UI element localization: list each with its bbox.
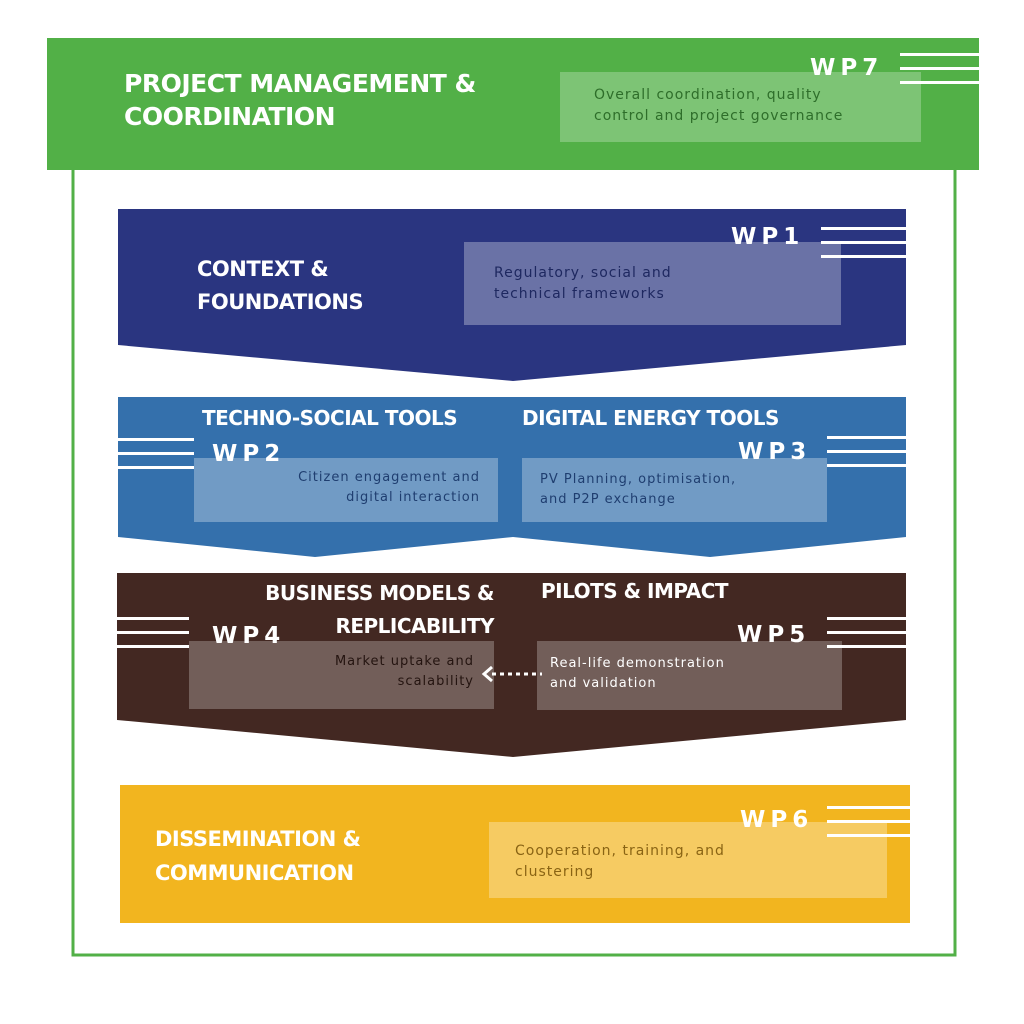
- wp2-title: TECHNO-SOCIAL TOOLS: [202, 406, 458, 430]
- wp3-title: DIGITAL ENERGY TOOLS: [522, 406, 779, 430]
- wp1-code: WP1: [731, 224, 805, 250]
- wp6-code: WP6: [740, 807, 814, 833]
- dotted-arrow-icon: [481, 665, 542, 683]
- wp1-lines-icon: [821, 227, 906, 269]
- wp4-title: BUSINESS MODELS &REPLICABILITY: [265, 581, 494, 638]
- wp2-code: WP2: [212, 441, 286, 467]
- wp5-code: WP5: [737, 622, 811, 648]
- wp5-lines-icon: [827, 617, 906, 659]
- wp7-title: PROJECT MANAGEMENT &COORDINATION: [124, 69, 476, 131]
- wp3-description: PV Planning, optimisation,and P2P exchan…: [540, 472, 737, 507]
- wp1-block: [118, 209, 906, 381]
- wp3-code: WP3: [738, 439, 812, 465]
- wp4-wp5-block: [117, 573, 906, 757]
- wp3-lines-icon: [827, 436, 906, 478]
- wp6-lines-icon: [827, 806, 910, 848]
- wp6-title: DISSEMINATION &COMMUNICATION: [155, 827, 361, 885]
- wp2-wp3-block: [118, 397, 906, 557]
- wp7-lines-icon: [900, 53, 979, 95]
- wp1-title: CONTEXT &FOUNDATIONS: [197, 257, 364, 314]
- wp4-lines-icon: [117, 617, 189, 659]
- wp5-title: PILOTS & IMPACT: [541, 579, 729, 603]
- wp4-code: WP4: [212, 623, 286, 649]
- wp7-block: [47, 38, 979, 170]
- wp7-code: WP7: [810, 55, 884, 81]
- wp2-lines-icon: [118, 438, 194, 480]
- wp6-block: [120, 785, 910, 923]
- wp3-desc-box: PV Planning, optimisation,and P2P exchan…: [522, 458, 827, 522]
